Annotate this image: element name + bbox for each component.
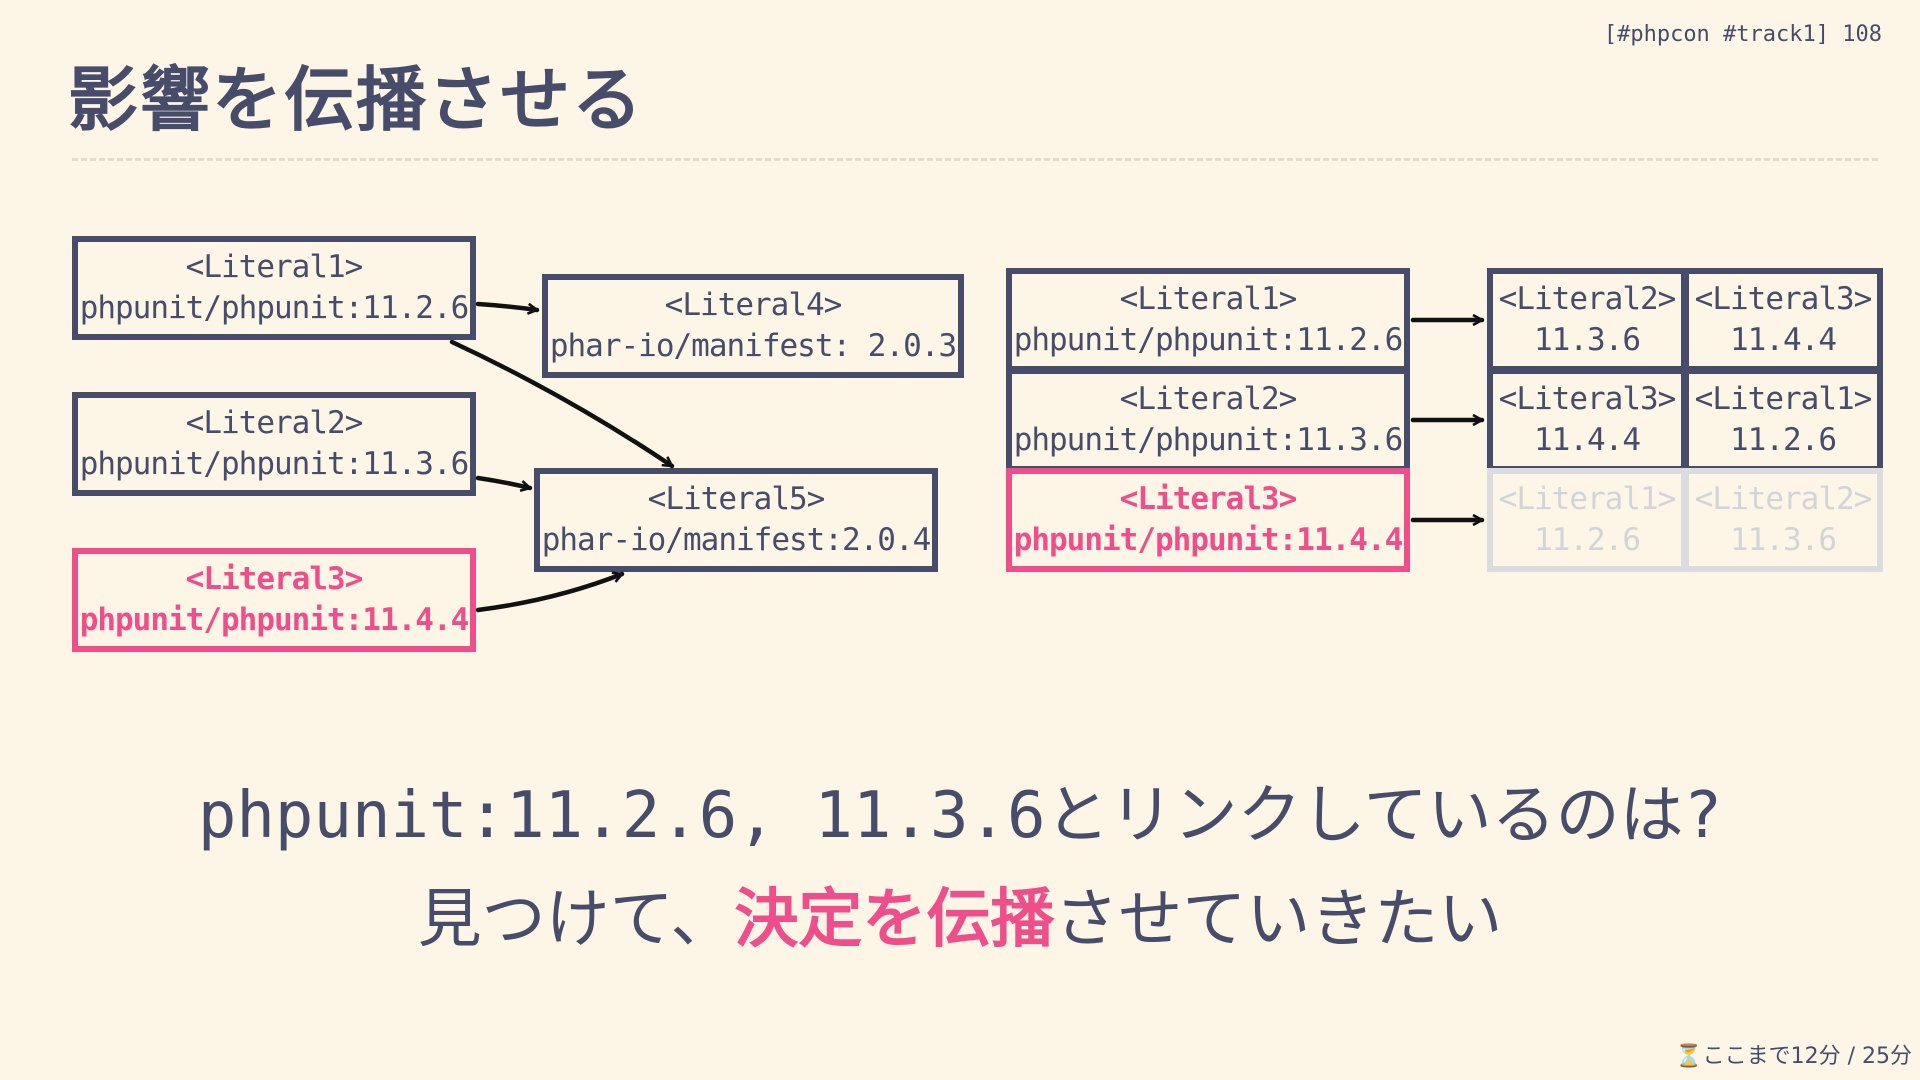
node-value: phar-io/manifest: 2.0.3 bbox=[549, 328, 957, 364]
left-node-literal2: <Literal2> phpunit/phpunit:11.3.6 bbox=[72, 392, 476, 496]
left-node-literal5: <Literal5> phar-io/manifest:2.0.4 bbox=[534, 468, 938, 572]
edge-literal1-literal5 bbox=[449, 339, 675, 469]
statement-prefix: 見つけて、 bbox=[417, 883, 735, 957]
cell-value: 11.3.6 bbox=[1730, 522, 1837, 558]
cell-value: 11.4.4 bbox=[1730, 322, 1837, 358]
page-tag: [#phpcon #track1] 108 bbox=[1603, 22, 1882, 47]
left-node-literal4: <Literal4> phar-io/manifest: 2.0.3 bbox=[542, 274, 964, 378]
edge-literal2-literal5 bbox=[475, 475, 530, 488]
node-label: <Literal1> bbox=[185, 249, 364, 285]
node-label: <Literal2> bbox=[1119, 381, 1298, 417]
right-target-cell: <Literal2> 11.3.6 bbox=[1487, 268, 1687, 372]
node-value: phpunit/phpunit:11.2.6 bbox=[1013, 322, 1404, 358]
node-value: phpunit/phpunit:11.3.6 bbox=[1013, 422, 1404, 458]
node-value: phpunit/phpunit:11.4.4 bbox=[1013, 522, 1404, 558]
right-target-cell-faded: <Literal2> 11.3.6 bbox=[1683, 468, 1883, 572]
statement-accent: 決定を伝播 bbox=[734, 883, 1055, 957]
edge-literal3-literal5 bbox=[475, 574, 622, 613]
cell-value: 11.4.4 bbox=[1534, 422, 1641, 458]
node-value: phpunit/phpunit:11.2.6 bbox=[79, 290, 470, 326]
cell-label: <Literal3> bbox=[1694, 281, 1873, 317]
node-label: <Literal5> bbox=[647, 481, 826, 517]
cell-label: <Literal2> bbox=[1694, 481, 1873, 517]
node-label: <Literal3> bbox=[185, 561, 364, 597]
timer-label: ⏳ここまで12分 / 25分 bbox=[1675, 1044, 1912, 1069]
node-label: <Literal3> bbox=[1119, 481, 1298, 517]
statement-suffix: させていきたい bbox=[1054, 883, 1503, 957]
right-source-literal3: <Literal3> phpunit/phpunit:11.4.4 bbox=[1006, 468, 1410, 572]
node-label: <Literal4> bbox=[664, 287, 843, 323]
cell-label: <Literal2> bbox=[1498, 281, 1677, 317]
cell-label: <Literal3> bbox=[1498, 381, 1677, 417]
node-label: <Literal2> bbox=[185, 405, 364, 441]
cell-value: 11.3.6 bbox=[1534, 322, 1641, 358]
bottom-statement: 見つけて、決定を伝播させていきたい bbox=[0, 868, 1920, 960]
left-node-literal3: <Literal3> phpunit/phpunit:11.4.4 bbox=[72, 548, 476, 652]
cell-label: <Literal1> bbox=[1498, 481, 1677, 517]
node-label: <Literal1> bbox=[1119, 281, 1298, 317]
edge-literal1-literal4 bbox=[475, 301, 537, 310]
title-divider bbox=[72, 158, 1878, 161]
cell-value: 11.2.6 bbox=[1730, 422, 1837, 458]
right-target-cell: <Literal1> 11.2.6 bbox=[1683, 368, 1883, 472]
slide-title: 影響を伝播させる bbox=[68, 59, 644, 141]
bottom-question: phpunit:11.2.6, 11.3.6とリンクしているのは? bbox=[197, 779, 1723, 853]
cell-value: 11.2.6 bbox=[1534, 522, 1641, 558]
node-value: phpunit/phpunit:11.3.6 bbox=[79, 446, 470, 482]
node-value: phpunit/phpunit:11.4.4 bbox=[79, 602, 470, 638]
left-node-literal1: <Literal1> phpunit/phpunit:11.2.6 bbox=[72, 236, 476, 340]
cell-label: <Literal1> bbox=[1694, 381, 1873, 417]
node-value: phar-io/manifest:2.0.4 bbox=[541, 522, 932, 558]
